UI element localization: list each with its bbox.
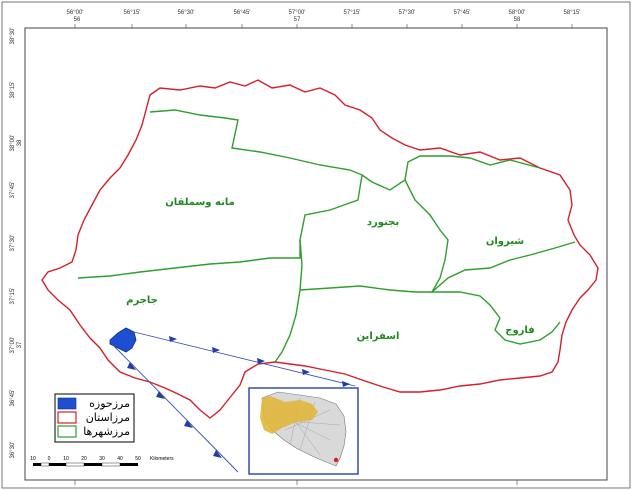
scale-tick: 40 — [117, 456, 123, 462]
county-labels: مانه وسملقان بجنورد شیروان جاجرم اسفراین… — [126, 197, 535, 342]
lat-label: 37°45' — [10, 182, 16, 199]
lat-label: 37°15' — [10, 288, 16, 305]
lon-label: 56°30' — [178, 10, 195, 16]
legend-swatch-province — [57, 411, 77, 424]
legend: مرزحوزه مرزاستان مرزشهرها — [54, 393, 135, 443]
legend-swatch-basin — [57, 397, 77, 410]
lat-label: 36°30' — [10, 442, 16, 459]
scale-unit: Kilometers — [150, 456, 174, 462]
zone-label: 37 — [17, 341, 23, 348]
scale-tick: 50 — [135, 456, 141, 462]
lat-label: 37°00' — [10, 337, 16, 354]
lon-label: 56°00' — [67, 10, 84, 16]
county-label-shirvan: شیروان — [486, 236, 524, 247]
left-grid-labels: 38°30' 38°15' 38°00' 37°45' 37°30' 37°15… — [10, 28, 23, 459]
county-boundaries — [77, 109, 576, 363]
leader-arrows — [127, 336, 350, 458]
county-label-jajarm: جاجرم — [126, 295, 158, 306]
zone-label: 56 — [74, 17, 81, 23]
province-boundary — [41, 79, 599, 419]
scale-tick: 30 — [99, 456, 105, 462]
lon-label: 58°00' — [509, 10, 526, 16]
county-label-esfarayen: اسفراین — [357, 331, 400, 342]
lat-label: 38°30' — [10, 28, 16, 45]
zone-label: 57 — [294, 17, 301, 23]
lon-label: 57°45' — [454, 10, 471, 16]
legend-swatch-county — [57, 425, 77, 438]
legend-label-province: مرزاستان — [86, 411, 130, 424]
scale-tick: 0 — [48, 456, 51, 462]
lon-label: 56°15' — [124, 10, 141, 16]
county-label-maneh: مانه وسملقان — [165, 197, 235, 208]
lat-label: 38°00' — [10, 135, 16, 152]
zone-label: 38 — [17, 139, 23, 146]
top-grid-labels: 56°00' 56°15' 56°30' 56°45' 57°00' 57°15… — [67, 10, 581, 23]
scale-bar: 10 0 10 20 30 40 50 Kilometers — [30, 456, 174, 467]
scale-tick: 10 — [30, 456, 36, 462]
top-ticks — [74, 24, 573, 28]
lon-label: 57°00' — [289, 10, 306, 16]
legend-label-county: مرزشهرها — [83, 425, 130, 438]
county-label-bojnurd: بجنورد — [367, 217, 399, 228]
bottom-ticks — [74, 480, 518, 485]
lat-label: 37°30' — [10, 235, 16, 252]
scale-tick: 10 — [63, 456, 69, 462]
inset-map — [248, 387, 359, 475]
zone-label: 58 — [514, 17, 521, 23]
scale-tick: 20 — [81, 456, 87, 462]
lat-label: 38°15' — [10, 82, 16, 99]
lat-label: 36°45' — [10, 390, 16, 407]
lon-label: 58°15' — [564, 10, 581, 16]
lon-label: 56°45' — [234, 10, 251, 16]
lon-label: 57°30' — [399, 10, 416, 16]
legend-label-basin: مرزحوزه — [89, 397, 130, 410]
county-label-faruj: فاروج — [505, 325, 534, 336]
lon-label: 57°15' — [344, 10, 361, 16]
